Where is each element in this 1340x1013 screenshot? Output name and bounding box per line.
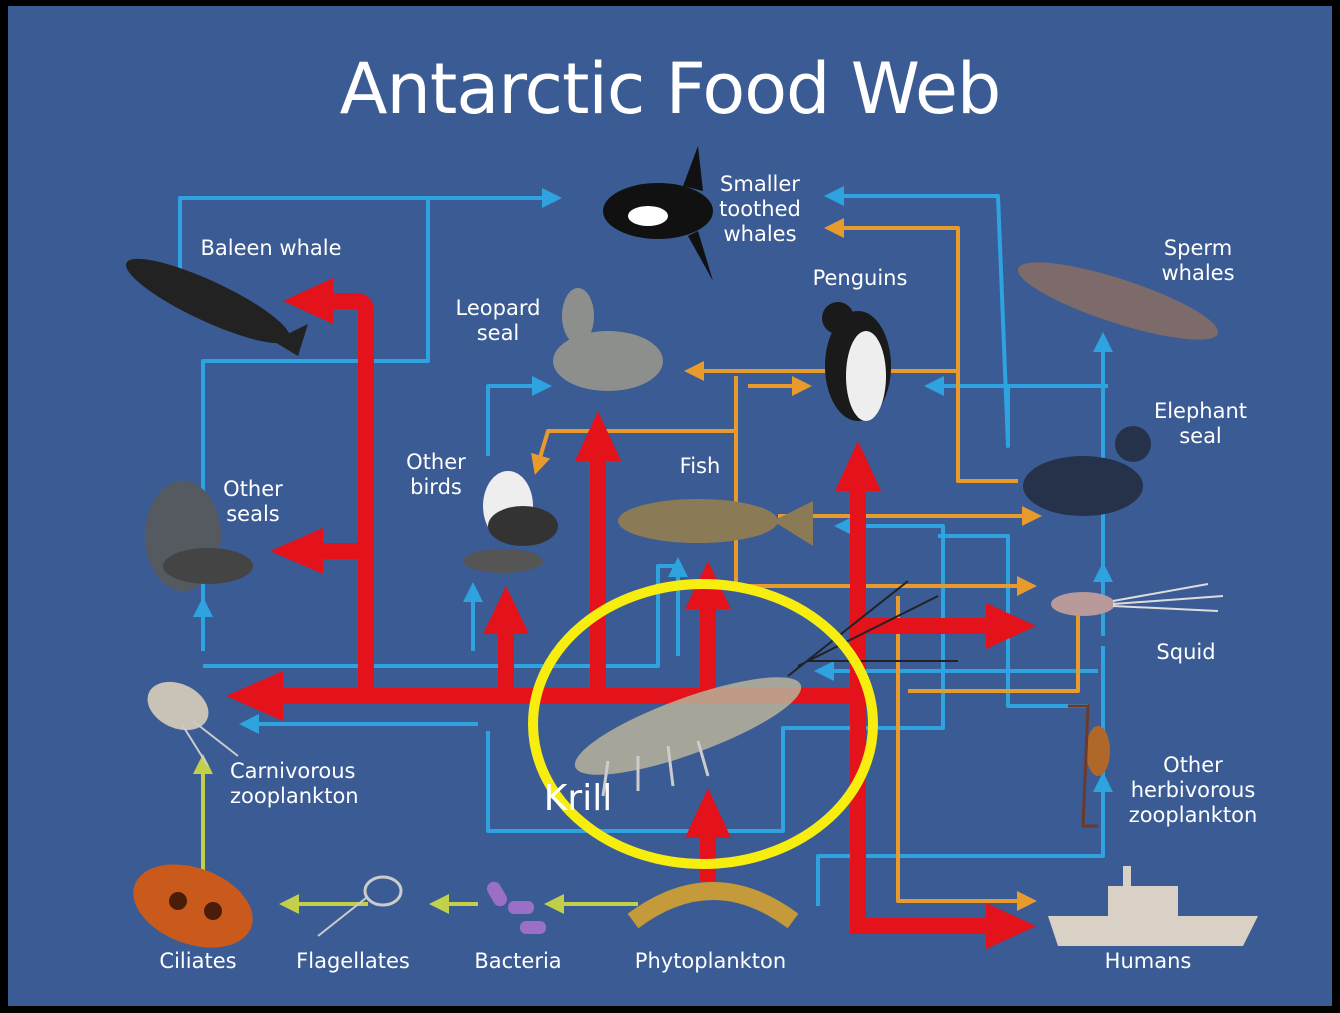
bacteria-image [484,879,546,934]
label-fish: Fish [670,454,730,479]
label-other-birds: Other birds [396,450,476,500]
label-sperm-whales: Sperm whales [1153,236,1243,286]
label-squid: Squid [1146,640,1226,665]
label-leopard-seal: Leopard seal [448,296,548,346]
elephant-seal-image [1023,426,1151,516]
penguin-image [822,302,891,421]
label-other-herbivorous-zooplankton: Other herbivorous zooplankton [1118,753,1268,828]
label-phytoplankton: Phytoplankton [628,949,793,974]
label-bacteria: Bacteria [468,949,568,974]
food-web-diagram [8,6,1332,1006]
label-ciliates: Ciliates [148,949,248,974]
flagellate-image [318,877,401,936]
ciliate-image [122,849,265,963]
squid-image [1051,584,1223,616]
leopard-seal-image [553,288,663,391]
phytoplankton-image [633,891,793,921]
food-web-panel: Antarctic Food Web Smaller toothed whale… [8,6,1332,1006]
label-humans: Humans [1098,949,1198,974]
label-baleen-whale: Baleen whale [186,236,356,261]
label-elephant-seal: Elephant seal [1148,399,1253,449]
label-krill: Krill [533,779,623,819]
label-other-seals: Other seals [213,477,293,527]
label-penguins: Penguins [805,266,915,291]
diagram-title: Antarctic Food Web [8,48,1332,130]
ship-image [1048,866,1258,946]
carnivorous-zooplankton-image [140,673,238,766]
fish-image [618,499,813,546]
orca-image [603,146,713,281]
label-smaller-toothed-whales: Smaller toothed whales [710,172,810,247]
label-flagellates: Flagellates [288,949,418,974]
albatross-image [463,471,558,573]
baleen-whale-image [118,245,308,357]
label-carnivorous-zooplankton: Carnivorous zooplankton [230,759,390,809]
